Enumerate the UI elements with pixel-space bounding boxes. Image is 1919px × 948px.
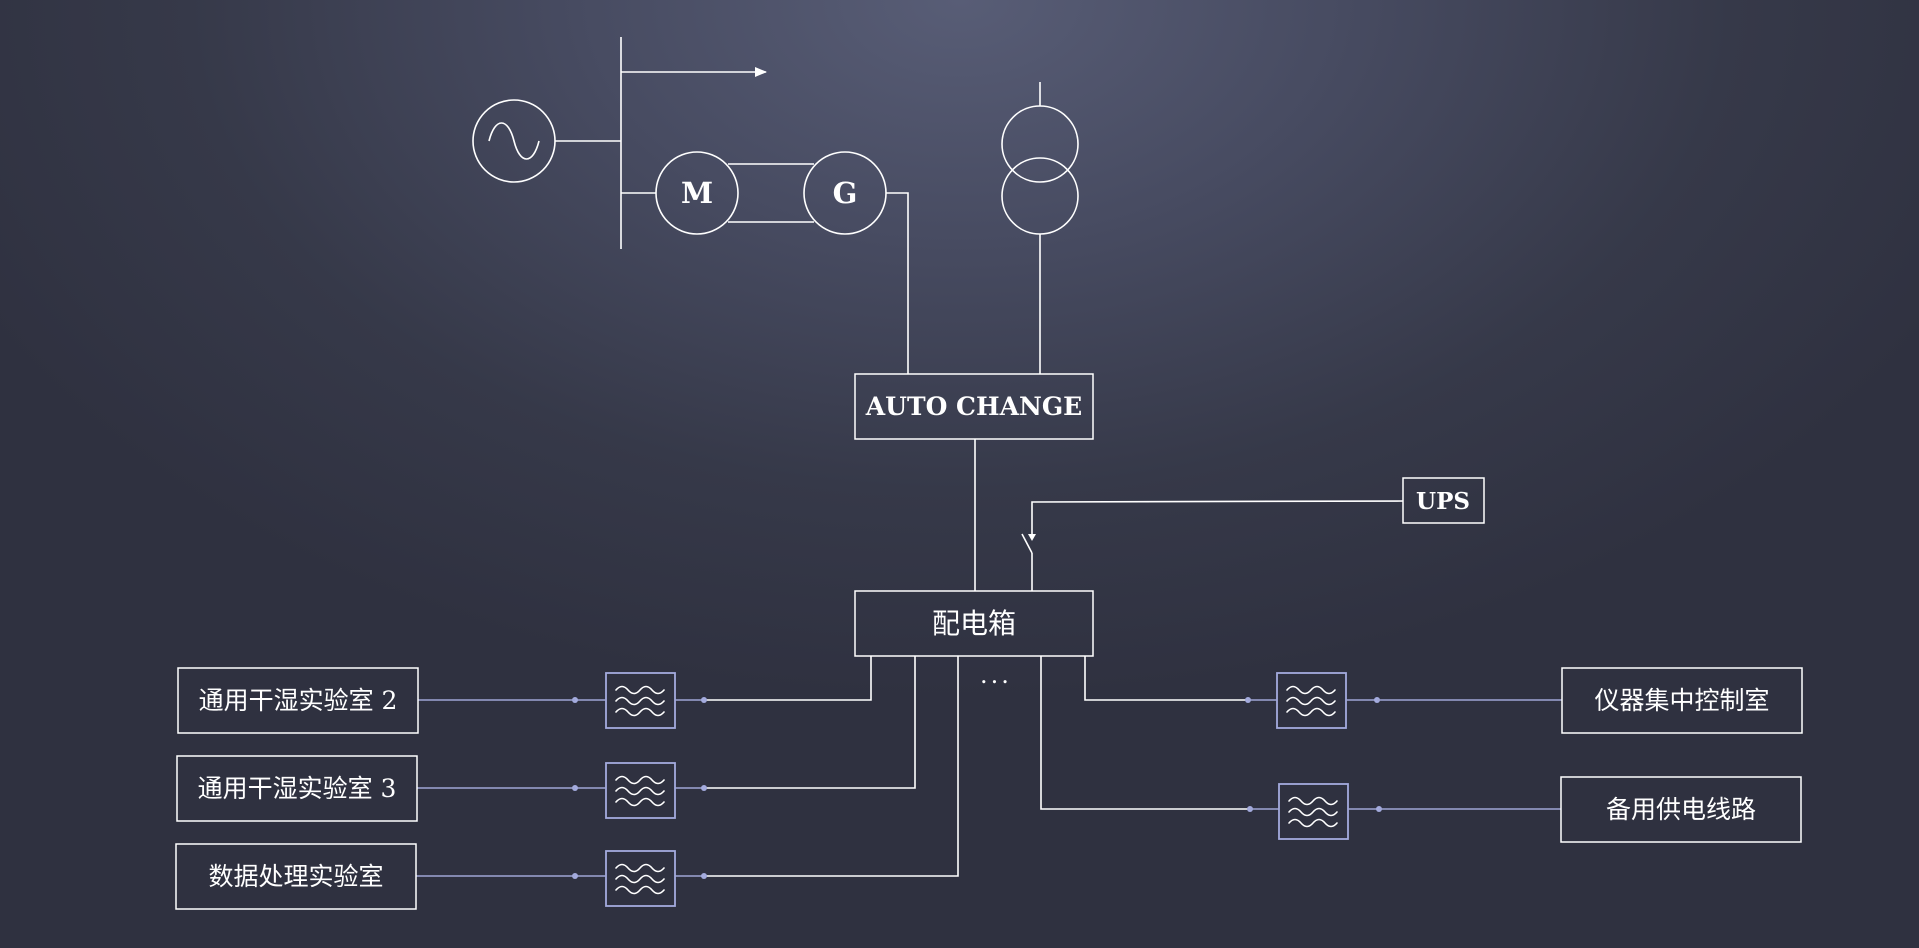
filter-icon bbox=[605, 672, 676, 729]
motor-icon bbox=[655, 151, 739, 235]
room-label: 备用供电线路 bbox=[1606, 795, 1756, 824]
room-dry-wet-lab-2: 通用干湿实验室 2 bbox=[177, 667, 419, 734]
room-label: 仪器集中控制室 bbox=[1594, 686, 1769, 715]
more-feeders-ellipsis: ... bbox=[980, 661, 1012, 689]
feeder-2-node bbox=[701, 785, 707, 791]
ups-wire bbox=[1031, 500, 1404, 536]
room-backup-line: 备用供电线路 bbox=[1560, 776, 1802, 843]
ac-source-icon bbox=[472, 99, 556, 183]
room-label: 通用干湿实验室 3 bbox=[198, 774, 397, 803]
transformer-icon bbox=[1001, 105, 1079, 235]
ups-box: UPS bbox=[1402, 477, 1485, 524]
motor-label: M bbox=[681, 176, 713, 210]
feeder-4-wire bbox=[1084, 656, 1248, 701]
distribution-box: 配电箱 bbox=[854, 590, 1094, 657]
feeder-2-wire bbox=[704, 656, 916, 789]
switch-icon bbox=[1021, 533, 1033, 591]
room-data-lab: 数据处理实验室 bbox=[175, 843, 417, 910]
auto-change-label: AUTO CHANGE bbox=[865, 392, 1082, 421]
ups-arrow-icon bbox=[1028, 534, 1036, 541]
feeder-1-node bbox=[701, 697, 707, 703]
distribution-box-label: 配电箱 bbox=[932, 607, 1016, 640]
room-label: 通用干湿实验室 2 bbox=[199, 686, 398, 715]
room-label: 数据处理实验室 bbox=[208, 862, 383, 891]
generator-feed-wire bbox=[886, 192, 909, 374]
ups-label: UPS bbox=[1416, 488, 1470, 515]
filter-icon bbox=[1276, 672, 1347, 729]
room-dry-wet-lab-3: 通用干湿实验室 3 bbox=[176, 755, 418, 822]
room-control-room: 仪器集中控制室 bbox=[1561, 667, 1803, 734]
filter-icon bbox=[1278, 783, 1349, 840]
generator-label: G bbox=[833, 176, 858, 210]
filter-icon bbox=[605, 850, 676, 907]
feeder-3-wire bbox=[704, 656, 959, 877]
feeder-5-wire bbox=[1040, 656, 1250, 810]
filter-icon bbox=[605, 762, 676, 819]
feeder-1-wire bbox=[704, 656, 872, 701]
feeder-3-node bbox=[701, 873, 707, 879]
auto-change-box: AUTO CHANGE bbox=[854, 373, 1094, 440]
